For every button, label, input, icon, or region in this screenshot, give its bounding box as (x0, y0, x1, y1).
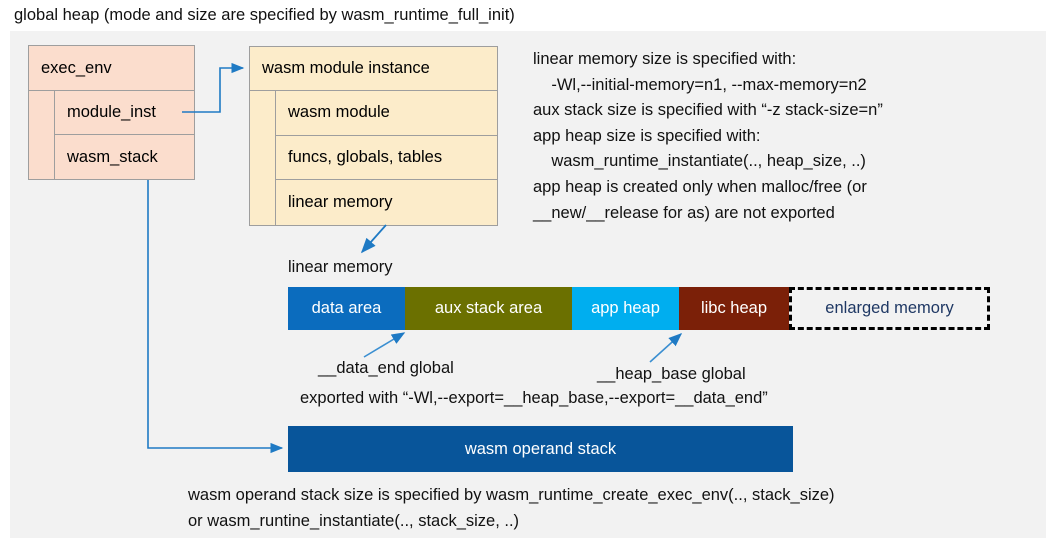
page-title: global heap (mode and size are specified… (14, 6, 515, 24)
annotation-exported-with: exported with “-Wl,--export=__heap_base,… (300, 389, 768, 407)
memory-segment-aux-stack-area[interactable]: aux stack area (405, 287, 572, 330)
module-instance-field-linear-memory[interactable]: linear memory (288, 192, 393, 211)
linear-memory-label: linear memory (288, 258, 393, 276)
exec-env-header: exec_env (29, 46, 194, 91)
module-instance-gutter (250, 91, 276, 225)
exec-env-gutter (29, 91, 55, 179)
exec-env-rows: module_inst wasm_stack (55, 91, 194, 179)
exec-env-body: module_inst wasm_stack (29, 91, 194, 179)
exec-env-field-module-inst[interactable]: module_inst (55, 91, 194, 135)
module-instance-field-funcs-globals-tables[interactable]: funcs, globals, tables (276, 136, 497, 181)
linear-memory-bar: data area aux stack area app heap libc h… (288, 287, 990, 330)
memory-segment-libc-heap[interactable]: libc heap (679, 287, 789, 330)
wasm-operand-stack-box[interactable]: wasm operand stack (288, 426, 793, 472)
memory-segment-data-area[interactable]: data area (288, 287, 405, 330)
exec-env-box[interactable]: exec_env module_inst wasm_stack (28, 45, 195, 180)
module-instance-rows: wasm module funcs, globals, tables linea… (276, 91, 497, 225)
annotation-heap-base-global: __heap_base global (597, 365, 746, 383)
exec-env-field-wasm-stack[interactable]: wasm_stack (67, 147, 158, 166)
wasm-module-instance-box[interactable]: wasm module instance wasm module funcs, … (249, 46, 498, 226)
memory-segment-enlarged-memory[interactable]: enlarged memory (789, 287, 990, 330)
module-instance-field-wasm-module[interactable]: wasm module (276, 91, 497, 136)
module-instance-body: wasm module funcs, globals, tables linea… (250, 91, 497, 225)
module-instance-header: wasm module instance (250, 47, 497, 91)
linear-memory-note: linear memory size is specified with: -W… (533, 50, 883, 222)
annotation-data-end-global: __data_end global (318, 359, 454, 377)
memory-segment-app-heap[interactable]: app heap (572, 287, 679, 330)
operand-stack-note: wasm operand stack size is specified by … (188, 486, 835, 530)
